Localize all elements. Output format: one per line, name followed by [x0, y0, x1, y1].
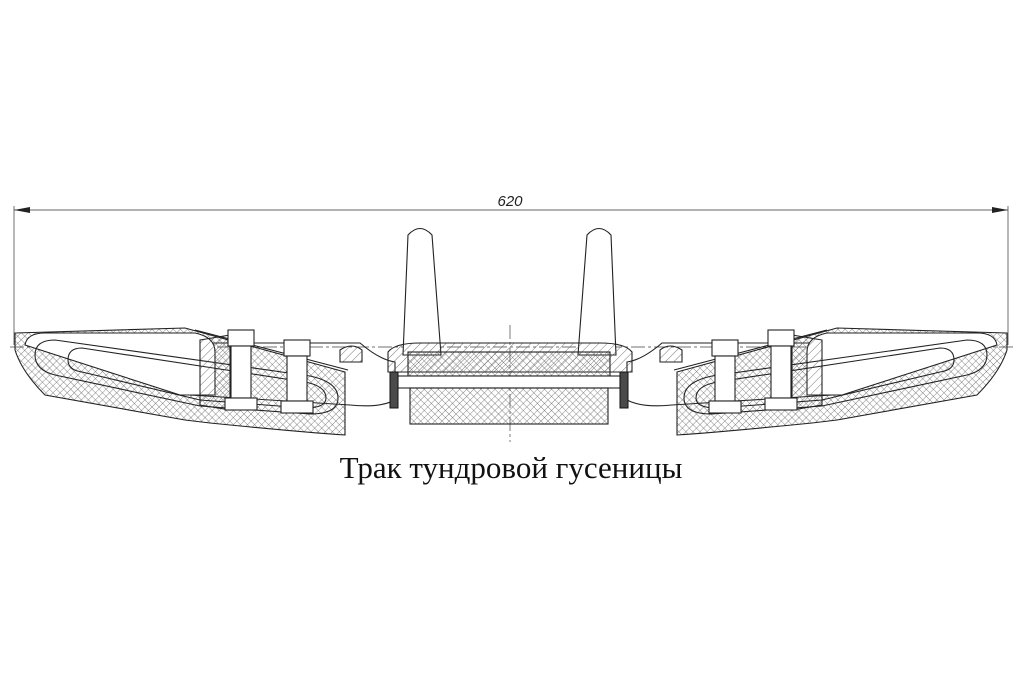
bolt-nut-right-1: [764, 397, 798, 411]
shoe-left-edge: [194, 329, 349, 371]
guide-horns: [402, 227, 617, 356]
bolt-nut-left-2: [280, 400, 314, 414]
shoe-left-loop-outer: [34, 339, 339, 415]
bolt-head-right-1: [767, 329, 795, 347]
guide-horn-right: [577, 227, 617, 356]
dimension-arrow-right: [992, 207, 1008, 213]
shoe-right-loop-inner: [695, 347, 955, 409]
hinge-pin: [397, 375, 621, 389]
hinge-bushing-lower: [409, 387, 609, 425]
shoe-left-loop-inner: [67, 347, 327, 409]
shoe-right-loop-outer: [683, 339, 988, 415]
dimension-arrow-left: [14, 207, 30, 213]
bolt-head-left-2: [283, 339, 311, 357]
bolt-shank-left-2: [286, 355, 308, 402]
shoe-left: [14, 327, 349, 436]
bolt-head-right-2: [711, 339, 739, 357]
hinge-seal-left: [389, 371, 399, 409]
dimension-value: 620: [497, 193, 523, 210]
shoe-right: [673, 327, 1008, 436]
bolt-shank-left-1: [230, 345, 252, 399]
overall-dimension: 620: [13, 193, 1009, 345]
bolt-shank-right-2: [714, 355, 736, 402]
central-hinge: [387, 342, 633, 425]
bolt-nut-right-2: [708, 400, 742, 414]
drawing-caption: Трак тундровой гусеницы: [339, 450, 683, 485]
bolts-right: [708, 329, 798, 414]
bolts-left: [224, 329, 314, 414]
bolt-head-left-1: [227, 329, 255, 347]
bolt-shank-right-1: [770, 345, 792, 399]
shoe-right-edge: [673, 329, 828, 371]
lug-left: [339, 345, 363, 363]
hinge-seal-right: [619, 371, 629, 409]
guide-horn-left: [402, 227, 442, 356]
bolt-nut-left-1: [224, 397, 258, 411]
lug-right: [659, 345, 683, 363]
hinge-bushing-upper: [407, 351, 611, 377]
